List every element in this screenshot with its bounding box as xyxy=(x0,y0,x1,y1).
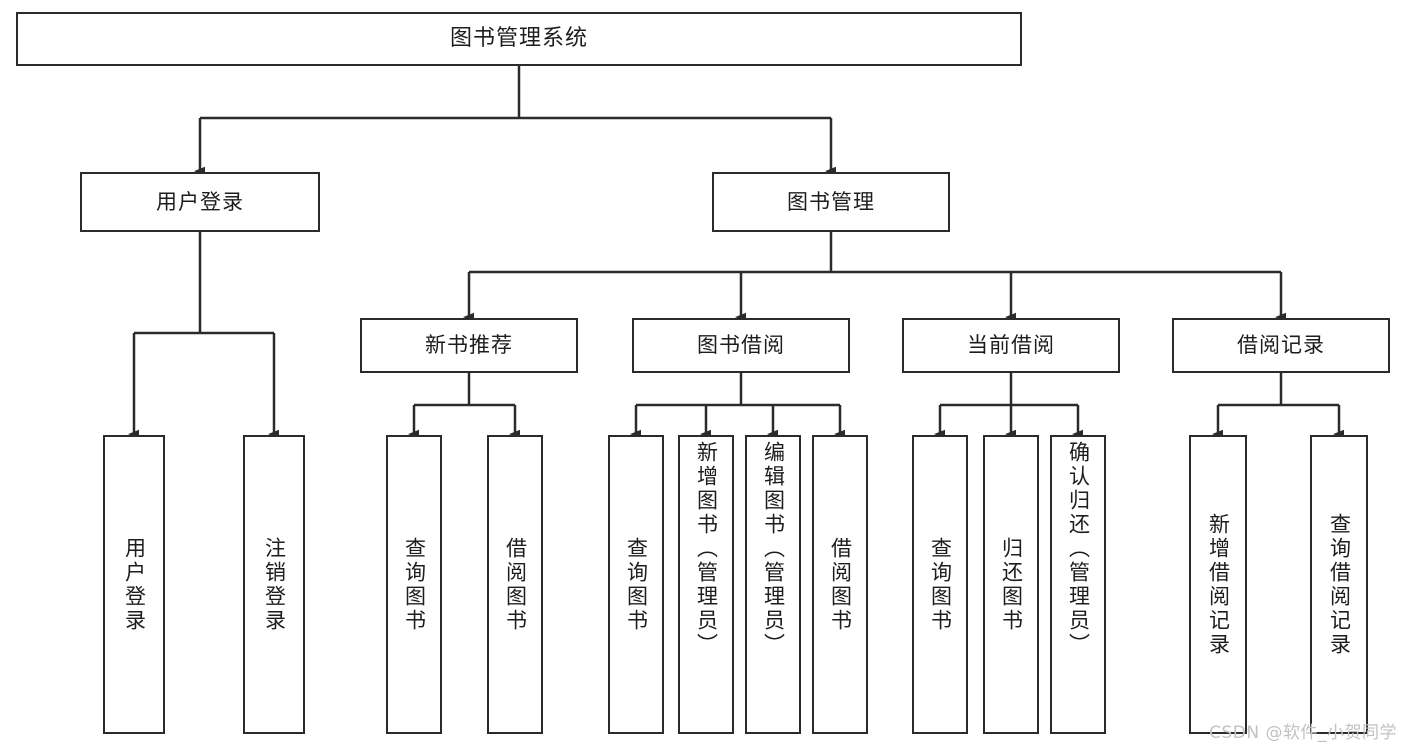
node-leaf-user-logout[interactable]: 注销登录 xyxy=(243,435,305,734)
node-leaf-brw-query[interactable]: 查询图书 xyxy=(608,435,664,734)
node-current-borrow[interactable]: 当前借阅 xyxy=(902,318,1120,373)
node-book-borrow[interactable]: 图书借阅 xyxy=(632,318,850,373)
node-label: 确认归还（管理员） xyxy=(1066,441,1091,657)
node-leaf-rec-query[interactable]: 查询图书 xyxy=(386,435,442,734)
node-label: 用户登录 xyxy=(122,536,147,633)
node-leaf-cur-query[interactable]: 查询图书 xyxy=(912,435,968,734)
node-leaf-rcd-query[interactable]: 查询借阅记录 xyxy=(1310,435,1368,734)
node-label: 图书管理系统 xyxy=(449,26,588,52)
node-leaf-brw-borrow[interactable]: 借阅图书 xyxy=(812,435,868,734)
node-new-book-rec[interactable]: 新书推荐 xyxy=(360,318,578,373)
node-label: 新书推荐 xyxy=(425,333,513,358)
node-label: 查询图书 xyxy=(928,536,953,633)
node-label: 查询借阅记录 xyxy=(1327,512,1352,657)
node-user-login[interactable]: 用户登录 xyxy=(80,172,320,232)
node-label: 图书借阅 xyxy=(697,333,785,358)
node-label: 当前借阅 xyxy=(967,333,1055,358)
node-leaf-cur-return[interactable]: 归还图书 xyxy=(983,435,1039,734)
node-label: 图书管理 xyxy=(787,189,875,214)
node-root[interactable]: 图书管理系统 xyxy=(16,12,1022,66)
node-leaf-cur-confirm[interactable]: 确认归还（管理员） xyxy=(1050,435,1106,734)
node-leaf-rcd-add[interactable]: 新增借阅记录 xyxy=(1189,435,1247,734)
node-label: 用户登录 xyxy=(156,189,244,214)
node-label: 查询图书 xyxy=(402,536,427,633)
node-borrow-record[interactable]: 借阅记录 xyxy=(1172,318,1390,373)
node-label: 借阅图书 xyxy=(503,536,528,633)
node-book-manage[interactable]: 图书管理 xyxy=(712,172,950,232)
node-leaf-user-login[interactable]: 用户登录 xyxy=(103,435,165,734)
node-label: 新增图书（管理员） xyxy=(694,441,719,657)
node-leaf-rec-borrow[interactable]: 借阅图书 xyxy=(487,435,543,734)
node-label: 注销登录 xyxy=(262,536,287,633)
node-leaf-brw-edit[interactable]: 编辑图书（管理员） xyxy=(745,435,801,734)
node-label: 新增借阅记录 xyxy=(1206,512,1231,657)
node-leaf-brw-add[interactable]: 新增图书（管理员） xyxy=(678,435,734,734)
node-label: 编辑图书（管理员） xyxy=(761,441,786,657)
node-label: 归还图书 xyxy=(999,536,1024,633)
watermark: CSDN @软件_小贺同学 xyxy=(1209,723,1397,743)
connector-lines xyxy=(128,66,1344,439)
node-label: 借阅记录 xyxy=(1237,333,1325,358)
node-label: 借阅图书 xyxy=(828,536,853,633)
node-label: 查询图书 xyxy=(624,536,649,633)
